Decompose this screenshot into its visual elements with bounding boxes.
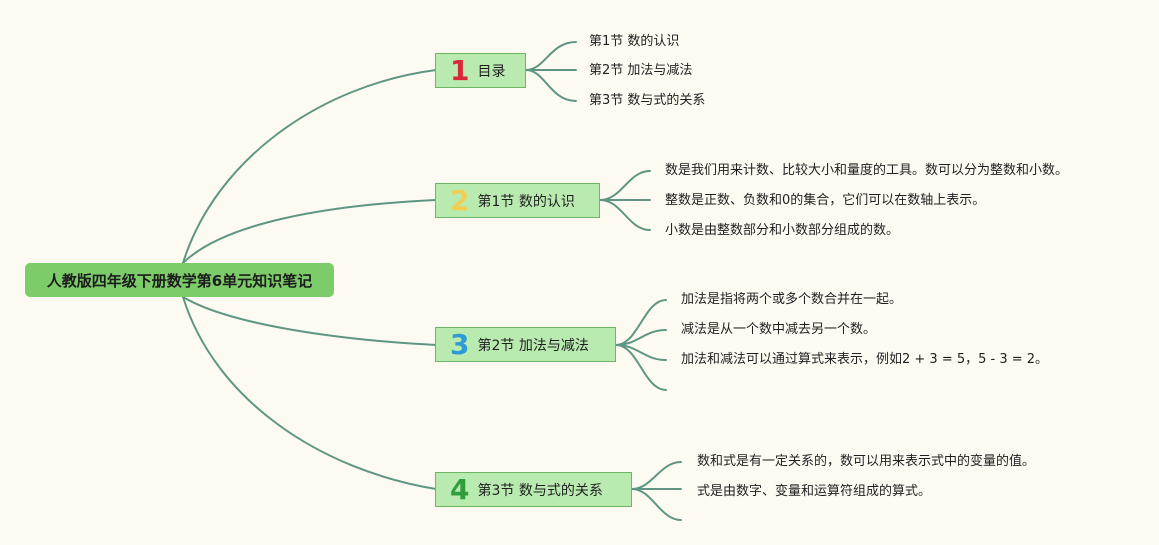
- leaf-2-1[interactable]: 数是我们用来计数、比较大小和量度的工具。数可以分为整数和小数。: [665, 163, 1069, 178]
- leaf-2-2[interactable]: 整数是正数、负数和0的集合，它们可以在数轴上表示。: [665, 193, 986, 208]
- connector-branch-1-leaves: [525, 41, 577, 102]
- number-1-badge-icon: 1: [450, 53, 470, 87]
- leaf-2-3[interactable]: 小数是由整数部分和小数部分组成的数。: [665, 223, 900, 238]
- branch-node-1[interactable]: 1 目录: [435, 53, 526, 88]
- number-3-badge-icon: 3: [450, 327, 470, 361]
- root-node[interactable]: 人教版四年级下册数学第6单元知识笔记: [25, 263, 334, 297]
- branch-3-label: 第2节 加法与减法: [477, 337, 589, 354]
- branch-node-3[interactable]: 3 第2节 加法与减法: [435, 327, 616, 362]
- connector-branch-2-leaves: [599, 170, 651, 231]
- connector-root-to-branch-3: [182, 296, 437, 346]
- branch-node-2[interactable]: 2 第1节 数的认识: [435, 183, 600, 218]
- connector-root-to-branch-1: [182, 69, 437, 264]
- branch-4-label: 第3节 数与式的关系: [477, 482, 603, 499]
- leaf-1-3[interactable]: 第3节 数与式的关系: [589, 93, 706, 108]
- leaf-3-3[interactable]: 加法和减法可以通过算式来表示，例如2 + 3 = 5，5 - 3 = 2。: [681, 352, 1049, 367]
- connector-branch-3-leaves: [615, 299, 667, 391]
- number-2-badge-icon: 2: [450, 183, 470, 217]
- leaf-3-2[interactable]: 减法是从一个数中减去另一个数。: [681, 322, 877, 337]
- leaf-4-2[interactable]: 式是由数字、变量和运算符组成的算式。: [697, 484, 932, 499]
- connector-root-to-branch-2: [182, 199, 437, 264]
- connector-root-to-branch-4: [182, 296, 437, 490]
- leaf-1-2[interactable]: 第2节 加法与减法: [589, 63, 693, 78]
- number-4-badge-icon: 4: [450, 472, 470, 506]
- branch-2-label: 第1节 数的认识: [477, 193, 575, 210]
- connector-branch-4-leaves: [631, 461, 682, 521]
- branch-1-label: 目录: [477, 63, 506, 80]
- leaf-1-1[interactable]: 第1节 数的认识: [589, 34, 680, 49]
- leaf-3-1[interactable]: 加法是指将两个或多个数合并在一起。: [681, 292, 903, 307]
- leaf-4-1[interactable]: 数和式是有一定关系的，数可以用来表示式中的变量的值。: [697, 454, 1036, 469]
- branch-node-4[interactable]: 4 第3节 数与式的关系: [435, 472, 632, 507]
